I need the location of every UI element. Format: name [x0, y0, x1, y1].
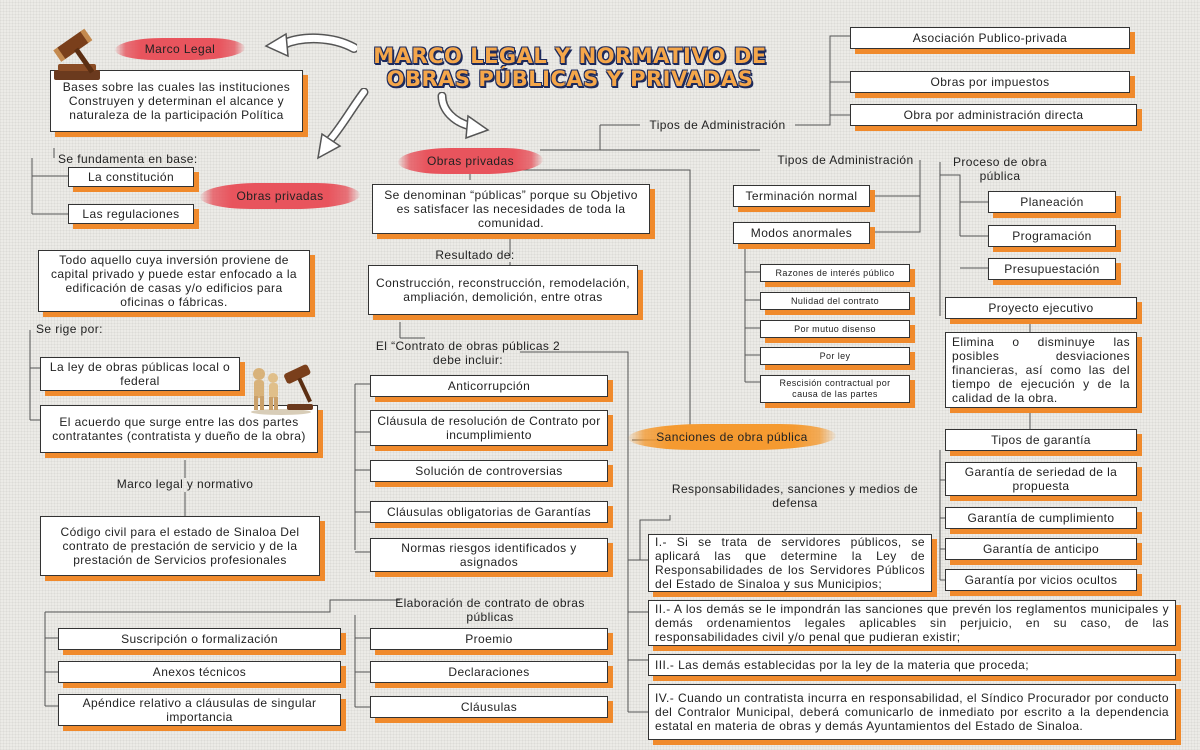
curved-arrow-icon — [264, 32, 357, 58]
codigo-box: Código civil para el estado de Sinaloa D… — [40, 516, 320, 576]
solucion-box: Solución de controversias — [370, 460, 608, 482]
sancion-3-box: III.- Las demás establecidas por la ley … — [648, 654, 1176, 676]
terminacion-box: Terminación normal — [733, 185, 870, 207]
construccion-box: Construcción, reconstrucción, remodelaci… — [368, 265, 638, 315]
regulaciones-box: Las regulaciones — [68, 204, 194, 224]
tipos-admin-label-2: Tipos de Administración — [777, 153, 914, 167]
normas-box: Normas riesgos identificados y asignados — [370, 538, 608, 572]
vicios-box: Garantía por vicios ocultos — [945, 569, 1137, 591]
acuerdo-box: El acuerdo que surge entre las dos parte… — [40, 405, 318, 453]
gavel-icon — [53, 28, 100, 80]
sancion-2-box: II.- A los demás se le impondrán las san… — [648, 600, 1176, 646]
modos-box: Modos anormales — [733, 222, 870, 244]
ley-obras-box: La ley de obras públicas local o federal — [40, 357, 240, 391]
mutuo-box: Por mutuo disenso — [760, 320, 910, 338]
clausula-resolucion-box: Cláusula de resolución de Contrato por i… — [370, 410, 608, 446]
marco-normativo-label: Marco legal y normativo — [116, 477, 254, 491]
presupuestacion-box: Presupuestación — [988, 258, 1116, 280]
se-rige-label: Se rige por: — [36, 322, 103, 336]
apendice-box: Apéndice relativo a cláusulas de singula… — [58, 694, 341, 726]
marco-legal-label: Marco Legal — [115, 38, 245, 60]
curved-arrow-icon — [317, 88, 369, 160]
todo-aquello-box: Todo aquello cuya inversión proviene de … — [38, 250, 310, 312]
tipos-garantia-box: Tipos de garantía — [945, 429, 1137, 451]
suscripcion-box: Suscripción o formalización — [58, 628, 341, 650]
anticorrupcion-box: Anticorrupción — [370, 375, 608, 397]
programacion-box: Programación — [988, 225, 1116, 247]
bases-box: Bases sobre las cuales las instituciones… — [50, 70, 303, 132]
seriedad-box: Garantía de seriedad de la propuesta — [945, 462, 1137, 496]
obras-privadas-label-center: Obras privadas — [398, 148, 543, 174]
curved-arrow-icon — [437, 92, 490, 140]
contrato-label: El “Contrato de obras públicas 2 debe in… — [375, 339, 561, 367]
anexos-box: Anexos técnicos — [58, 661, 341, 683]
rescision-box: Rescisión contractual por causa de las p… — [760, 375, 910, 403]
razones-box: Razones de interés público — [760, 264, 910, 282]
constitucion-box: La constitución — [68, 167, 194, 187]
clausulas-box: Cláusulas — [370, 696, 608, 718]
administracion-directa-box: Obra por administración directa — [850, 104, 1137, 126]
resultado-label: Resultado de: — [435, 248, 515, 262]
tipos-admin-label-1: Tipos de Administración — [649, 118, 786, 132]
title-line-2: OBRAS PÚBLICAS Y PRIVADAS — [386, 67, 754, 91]
elimina-box: Elimina o disminuye las posibles desviac… — [945, 332, 1137, 408]
impuestos-box: Obras por impuestos — [850, 71, 1130, 93]
proceso-label: Proceso de obra pública — [952, 155, 1048, 183]
cumplimiento-box: Garantía de cumplimiento — [945, 507, 1137, 529]
proemio-box: Proemio — [370, 628, 608, 650]
declaraciones-box: Declaraciones — [370, 661, 608, 683]
sancion-1-box: I.- Si se trata de servidores públicos, … — [648, 534, 932, 592]
proyecto-box: Proyecto ejecutivo — [945, 297, 1137, 319]
clausulas-garantias-box: Cláusulas obligatorias de Garantías — [370, 501, 608, 523]
por-ley-box: Por ley — [760, 347, 910, 365]
nulidad-box: Nulidad del contrato — [760, 292, 910, 310]
se-fundamenta-label: Se fundamenta en base: — [58, 152, 198, 166]
asociacion-box: Asociación Publico-privada — [850, 27, 1130, 49]
title-line-1: MARCO LEGAL Y NORMATIVO DE — [373, 44, 767, 68]
responsabilidades-label: Responsabilidades, sanciones y medios de… — [671, 482, 919, 510]
elaboracion-label: Elaboración de contrato de obras pública… — [395, 596, 585, 624]
anticipo-box: Garantía de anticipo — [945, 538, 1137, 560]
sancion-4-box: IV.- Cuando un contratista incurra en re… — [648, 684, 1176, 740]
denominan-box: Se denominan “públicas” porque su Objeti… — [372, 184, 650, 234]
page-title: MARCO LEGAL Y NORMATIVO DE OBRAS PÚBLICA… — [355, 45, 785, 91]
planeacion-box: Planeación — [988, 191, 1116, 213]
obras-privadas-label-left: Obras privadas — [200, 183, 360, 209]
sanciones-label: Sanciones de obra pública — [628, 424, 836, 450]
figures-gavel-icon — [251, 364, 313, 415]
